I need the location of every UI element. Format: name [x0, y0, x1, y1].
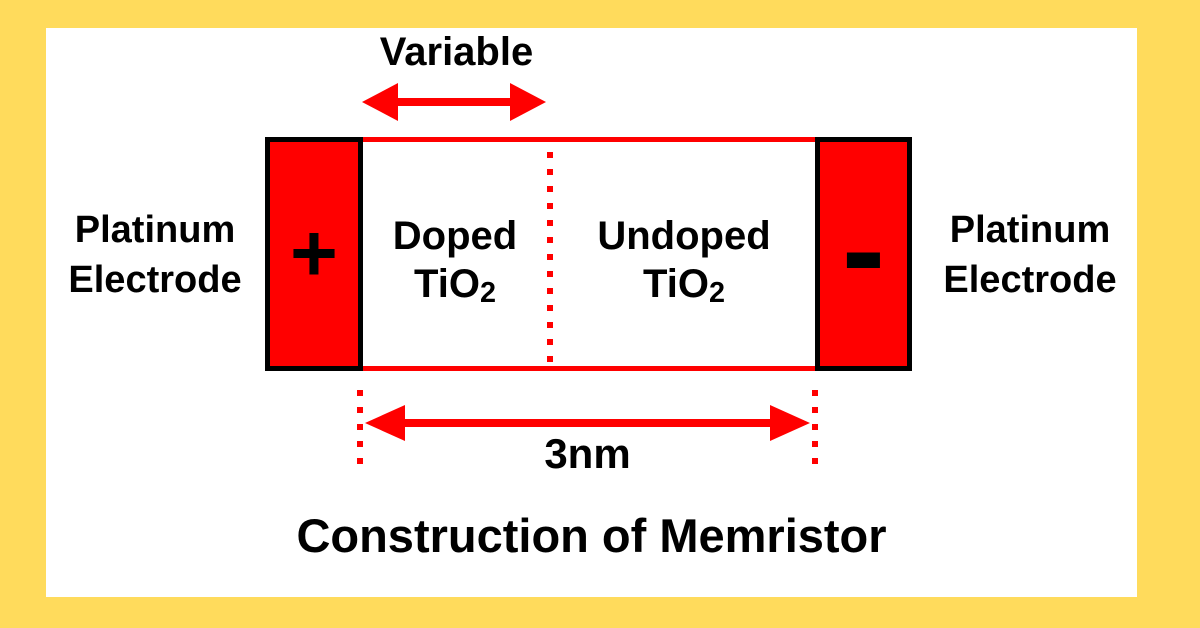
- undoped-region-formula: TiO2: [643, 262, 725, 310]
- memristor-body: [363, 137, 815, 371]
- diagram-title: Construction of Memristor: [296, 509, 887, 562]
- platinum-label-line1: Platinum: [74, 209, 236, 251]
- variable-dimension-label: Variable: [379, 30, 534, 74]
- right-electrode: -: [815, 137, 912, 371]
- platinum-label-line2: Electrode: [68, 259, 242, 301]
- doped-undoped-boundary-line: [547, 152, 553, 364]
- variable-double-arrow-icon: [362, 83, 546, 121]
- dimension-guide-line-right: [812, 390, 818, 468]
- doped-region-formula: TiO2: [414, 262, 496, 310]
- undoped-region-label: Undoped TiO2: [553, 137, 815, 371]
- platinum-electrode-label-right: Platinum Electrode: [925, 205, 1135, 305]
- platinum-electrode-label-left: Platinum Electrode: [50, 205, 260, 305]
- dimension-guide-line-left: [357, 390, 363, 468]
- undoped-region-name: Undoped: [597, 214, 771, 258]
- dimension-double-arrow-icon: [365, 405, 810, 441]
- minus-polarity-symbol: -: [841, 176, 886, 322]
- doped-region-label: Doped TiO2: [363, 137, 547, 371]
- platinum-label-line2: Electrode: [943, 259, 1117, 301]
- left-electrode: +: [265, 137, 363, 371]
- dimension-value-label: 3nm: [544, 430, 631, 477]
- platinum-label-line1: Platinum: [949, 209, 1111, 251]
- doped-region-name: Doped: [392, 214, 518, 258]
